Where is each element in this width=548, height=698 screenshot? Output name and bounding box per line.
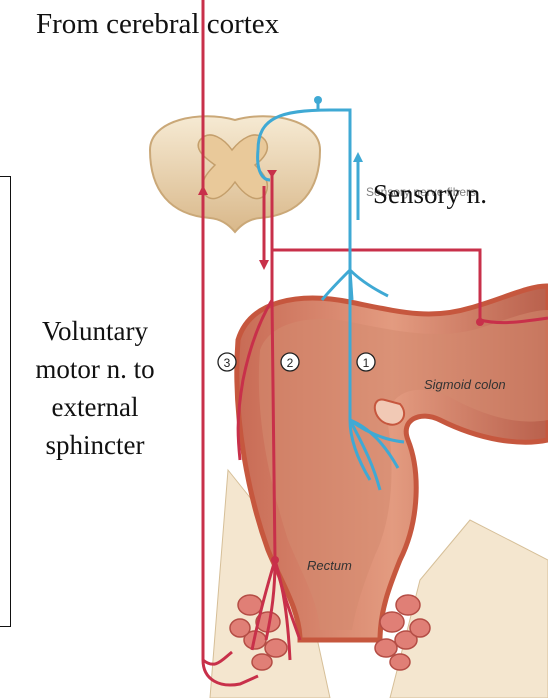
motor-label-line-1: Voluntary (0, 316, 190, 348)
pathway-2-number: 2 (287, 356, 294, 370)
motor-label-line-2: motor n. to (0, 354, 190, 386)
pathway-badge-2: 2 (281, 353, 299, 371)
pathway-3-number: 3 (224, 356, 231, 370)
motor-label-line-4: sphincter (0, 430, 190, 462)
pathway-badge-1: 1 (357, 353, 375, 371)
pathway-badge-3: 3 (218, 353, 236, 371)
pathway-1-number: 1 (363, 356, 370, 370)
spinal-cord (150, 116, 320, 232)
sensory-nerve-label: Sensory n. (373, 179, 487, 210)
motor-label-line-3: external (0, 392, 190, 424)
sensory-markers (314, 96, 363, 162)
sigmoid-colon-label: Sigmoid colon (424, 377, 506, 392)
voluntary-motor-label: Voluntary motor n. to external sphincter (0, 316, 190, 467)
rectum-label: Rectum (307, 558, 352, 573)
page-title: From cerebral cortex (36, 8, 279, 41)
